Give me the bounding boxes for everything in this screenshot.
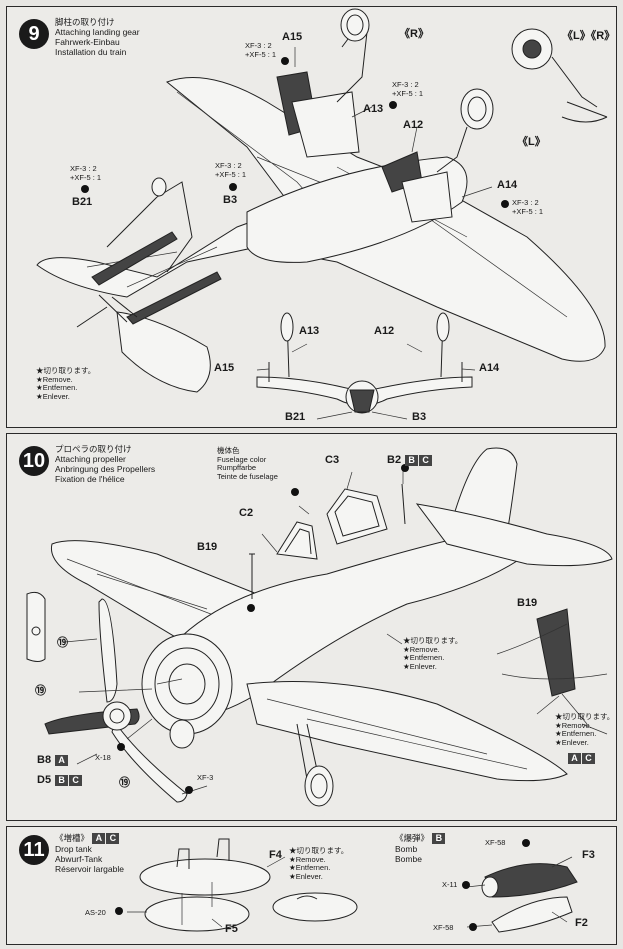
paint-a14: XF-3 : 2+XF-5 : 1 — [512, 198, 544, 216]
paint-a13: XF-3 : 2+XF-5 : 1 — [392, 80, 424, 98]
part-a12-detail: A12 — [374, 325, 395, 337]
title-fr: Réservoir largable — [55, 864, 124, 875]
part-b19-inset: B19 — [517, 597, 538, 609]
step-title-block: 脚柱の取り付け Attaching landing gear Fahrwerk-… — [55, 17, 140, 57]
title-fr: Installation du train — [55, 47, 127, 57]
paint-x18: X-18 — [95, 753, 111, 762]
title-en: Attaching landing gear — [55, 27, 140, 37]
paint-dot — [281, 57, 289, 65]
step-10-panel: 10 プロペラの取り付け Attaching propeller Anbring… — [6, 433, 617, 821]
title-ja: 《増槽》 — [55, 833, 90, 843]
paint-dot — [462, 881, 470, 889]
step-number: 10 — [19, 446, 49, 476]
title-de: Anbringung des Propellers — [55, 464, 156, 474]
paint-dot — [185, 786, 193, 794]
part-lr-label: 《L》《R》 — [562, 30, 616, 42]
part-c2: C2 — [239, 507, 254, 519]
part-a13: A13 — [363, 103, 384, 115]
paint-xf58-top: XF-58 — [485, 838, 506, 847]
remove-note-inset: ★切り取ります。★Remove.★Entfernen.★Enlever. — [555, 712, 615, 747]
part-a13-detail: A13 — [299, 325, 320, 337]
part-b21-detail: B21 — [285, 411, 306, 423]
paint-dot — [117, 743, 125, 751]
paint-dot — [401, 464, 409, 472]
title-ja: 《爆弾》 — [395, 833, 430, 843]
title-de: Abwurf-Tank — [55, 854, 103, 865]
paint-dot — [501, 200, 509, 208]
part-19-prop: ⑲ — [35, 685, 46, 697]
part-l-label: 《L》 — [517, 136, 546, 148]
paint-xf3: XF-3 — [197, 773, 214, 782]
paint-as20: AS-20 — [85, 908, 106, 917]
part-f4: F4 — [269, 849, 282, 861]
part-f3: F3 — [582, 849, 595, 861]
paint-dot — [247, 604, 255, 612]
step-number: 9 — [19, 19, 49, 49]
drop-tank-bomb-drawing — [127, 838, 578, 933]
part-a14: A14 — [497, 179, 518, 191]
paint-dot — [229, 183, 237, 191]
wing-landing-gear-drawing — [36, 8, 608, 420]
part-a14-detail: A14 — [479, 362, 500, 374]
part-19-shaft: ⑲ — [57, 637, 68, 649]
paint-dot — [81, 185, 89, 193]
remove-note: ★切り取ります。★Remove.★Entfernen.★Enlever. — [403, 636, 463, 671]
paint-x11: X-11 — [442, 880, 458, 889]
bomb-title-block: 《爆弾》 B Bomb Bombe — [395, 833, 446, 865]
title-de: Fahrwerk-Einbau — [55, 37, 120, 47]
remove-note: ★切り取ります。★Remove.★Entfernen.★Enlever. — [36, 366, 96, 401]
remove-note: ★切り取ります。★Remove.★Entfernen.★Enlever. — [289, 846, 349, 881]
paint-b21: XF-3 : 2+XF-5 : 1 — [70, 164, 102, 182]
title-fr: Fixation de l'hélice — [55, 474, 125, 484]
part-a15-detail: A15 — [214, 362, 235, 374]
title-en: Drop tank — [55, 844, 92, 855]
paint-dot — [522, 839, 530, 847]
paint-dot — [469, 923, 477, 931]
part-b8-label: B8 A — [37, 754, 69, 766]
part-a15: A15 — [282, 31, 303, 43]
title-ja: プロペラの取り付け — [55, 444, 132, 454]
part-b21: B21 — [72, 196, 93, 208]
part-a12: A12 — [403, 119, 424, 131]
propeller-drawing — [26, 447, 613, 807]
paint-dot — [291, 488, 299, 496]
part-b3-detail: B3 — [412, 411, 427, 423]
part-r-label: 《R》 — [399, 28, 429, 40]
title-en: Attaching propeller — [55, 454, 126, 464]
part-f2: F2 — [575, 917, 588, 929]
step-number: 11 — [19, 835, 49, 865]
paint-xf58-bottom: XF-58 — [433, 923, 454, 932]
part-b3: B3 — [223, 194, 238, 206]
part-f5: F5 — [225, 923, 238, 935]
title-ja: 脚柱の取り付け — [55, 17, 115, 27]
step-title-block: プロペラの取り付け Attaching propeller Anbringung… — [55, 444, 155, 484]
title-de: Bombe — [395, 854, 422, 865]
step-9-panel: 9 脚柱の取り付け Attaching landing gear Fahrwer… — [6, 6, 617, 428]
paint-dot — [389, 101, 397, 109]
part-b19: B19 — [197, 541, 218, 553]
title-en: Bomb — [395, 844, 418, 855]
paint-b3: XF-3 : 2+XF-5 : 1 — [215, 161, 247, 179]
paint-a15: XF-3 : 2+XF-5 : 1 — [245, 41, 277, 59]
paint-dot — [115, 907, 123, 915]
part-c3: C3 — [325, 454, 340, 466]
part-19-blade: ⑲ — [119, 777, 130, 789]
